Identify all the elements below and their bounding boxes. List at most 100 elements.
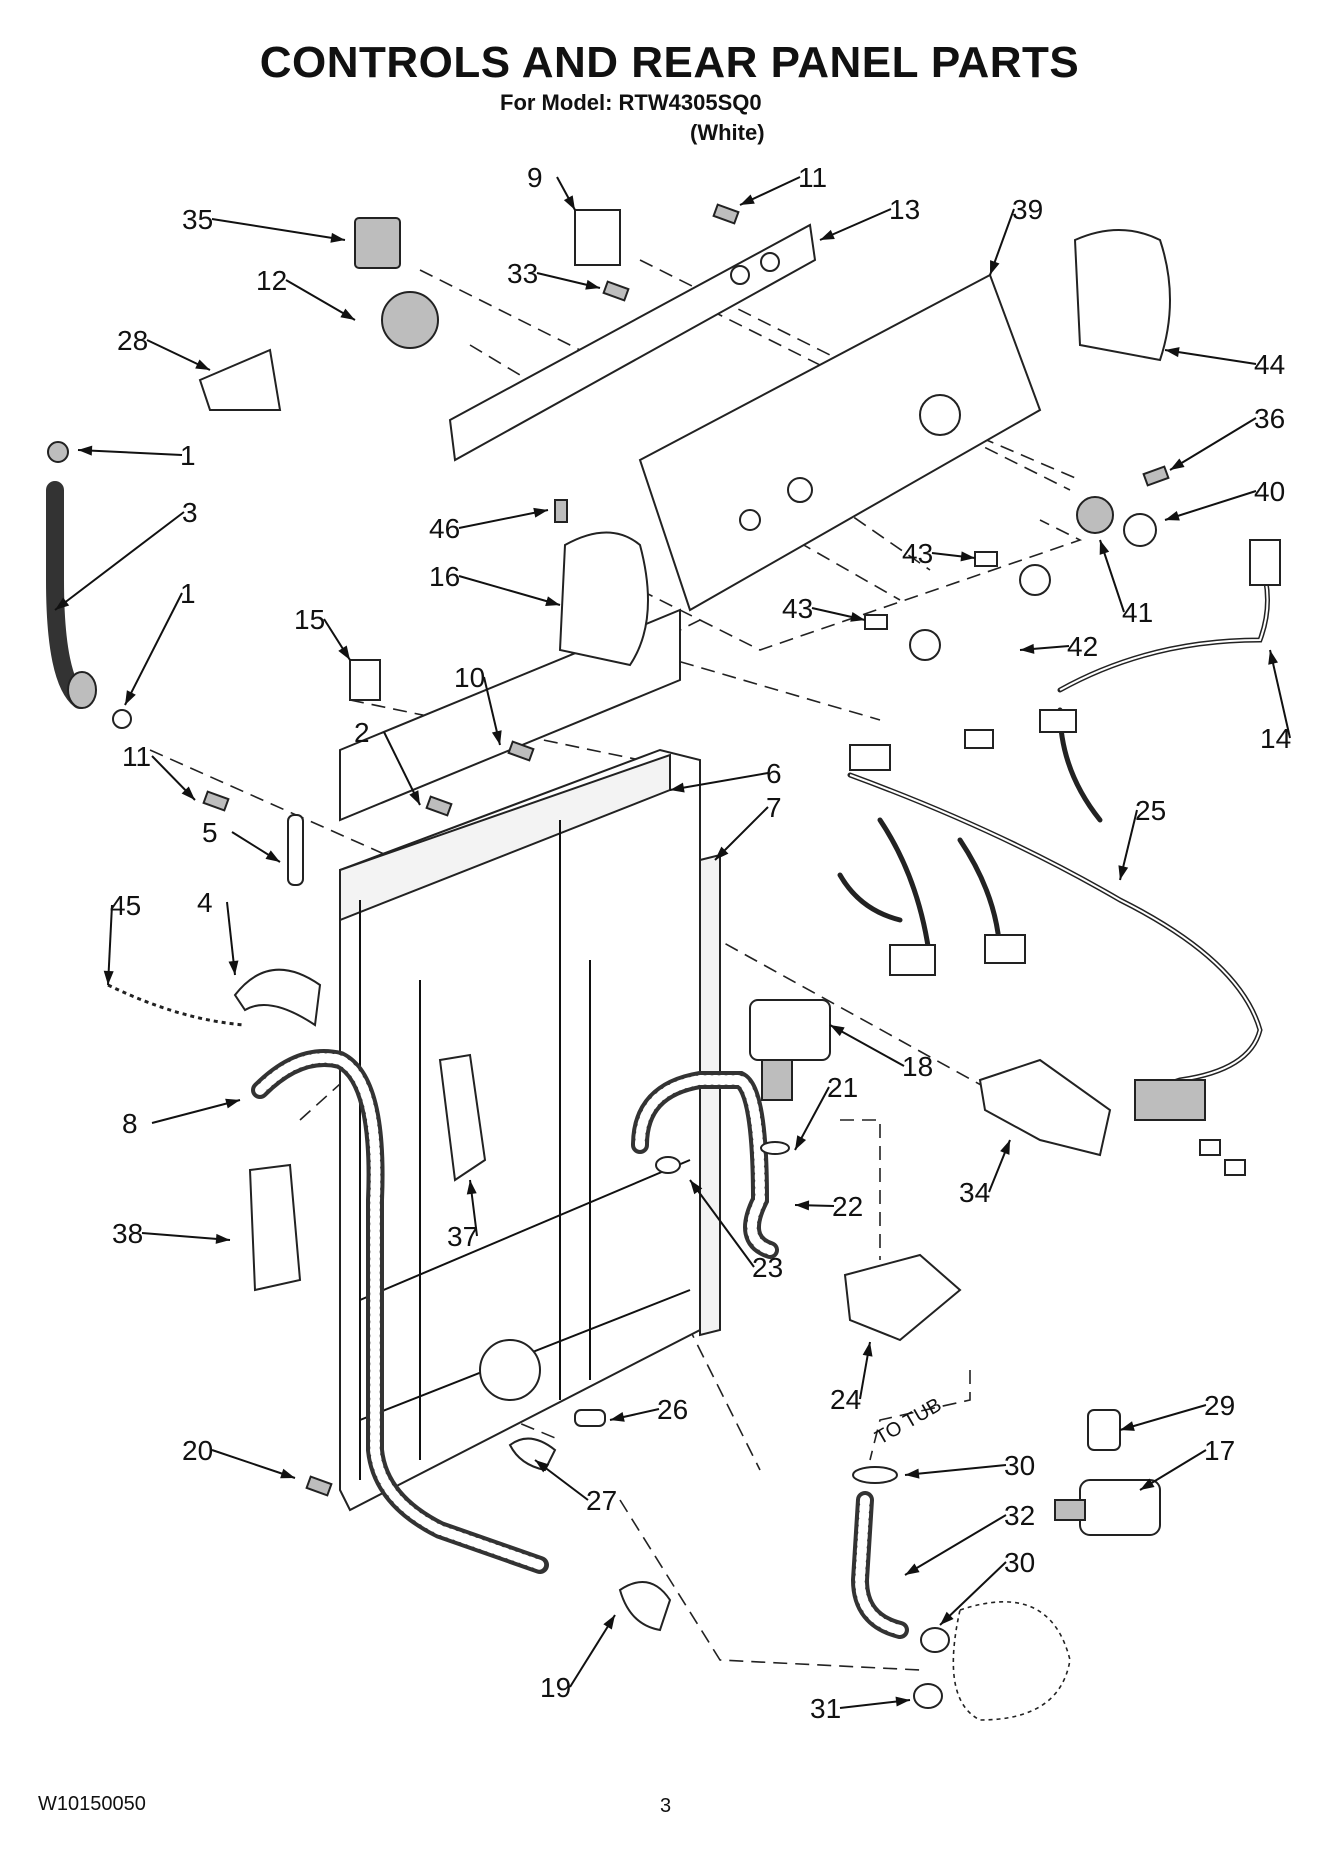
console-panel [638,273,1042,612]
callout-number: 31 [810,1693,841,1724]
callout-number: 24 [830,1384,861,1415]
switch-12 [381,291,439,349]
switch-9 [574,209,621,266]
hose-coupling [67,671,97,709]
clip-15 [349,659,381,701]
callout-38: 38 [112,1218,231,1249]
callout-leader [77,449,183,456]
callout-arrowhead [228,960,239,975]
callout-arrowhead [409,790,420,805]
callout-number: 38 [112,1218,143,1249]
callout-arrowhead [491,730,502,745]
callout-number: 25 [1135,795,1166,826]
callout-number: 45 [110,890,141,921]
callout-number: 22 [832,1191,863,1222]
callout-27: 27 [534,1459,617,1516]
callout-number: 5 [202,817,218,848]
control-bracket [448,223,817,462]
callout-number: 20 [182,1435,213,1466]
callout-arrowhead [533,507,548,518]
callout-arrowhead [563,195,575,210]
callout-arrowhead [55,597,70,610]
callout-arrowhead [610,1412,625,1422]
callout-number: 30 [1004,1547,1035,1578]
callout-arrowhead [740,194,755,205]
callout-5: 5 [202,817,281,863]
clip-4 [233,968,322,1027]
callout-18: 18 [829,1024,933,1082]
callout-number: 36 [1254,403,1285,434]
knob-42b [909,629,941,661]
callout-35: 35 [182,204,346,243]
spring-43a [974,551,998,567]
callout-number: 10 [454,662,485,693]
callout-arrowhead [545,596,560,606]
callout-leader [458,509,549,529]
callout-32: 32 [904,1500,1035,1576]
end-cap-left [558,531,649,667]
callout-arrowhead [1099,540,1110,555]
callout-leader [458,575,561,606]
callout-number: 43 [902,538,933,569]
callout-leader [689,1179,755,1268]
callout-arrowhead [905,1563,920,1575]
callout-number: 28 [117,325,148,356]
callout-14: 14 [1260,649,1291,754]
callout-1: 1 [77,440,196,471]
callout-arrowhead [1118,865,1129,880]
callout-arrowhead [905,1468,920,1479]
callout-41: 41 [1099,539,1153,628]
model-line: For Model: RTW4305SQ0 [500,90,762,115]
callout-leader [1169,417,1257,471]
callout-arrowhead [670,782,685,793]
callout-46: 46 [429,507,549,544]
callout-11: 11 [122,741,196,801]
callout-arrowhead [1170,458,1185,470]
callout-34: 34 [959,1139,1011,1208]
callout-25: 25 [1118,795,1166,881]
cap-29 [1087,1409,1121,1451]
callout-44: 44 [1164,347,1285,380]
callout-4: 4 [197,887,239,976]
page-number: 3 [660,1795,672,1817]
callout-leader [1119,1404,1207,1431]
callout-number: 4 [197,887,213,918]
water-valve [749,999,831,1101]
callout-arrowhead [585,279,600,290]
callout-9: 9 [527,162,576,211]
callout-28: 28 [117,325,211,371]
callout-number: 33 [507,258,538,289]
callout-43: 43 [782,593,866,624]
knob-41 [1076,496,1114,534]
callout-13: 13 [819,194,920,241]
callout-arrowhead [940,1611,954,1625]
callout-leader [151,1099,241,1124]
callout-number: 2 [354,717,370,748]
callout-40: 40 [1164,476,1285,521]
callout-arrowhead [1140,1478,1155,1490]
end-cap-right [1073,229,1171,362]
callout-24: 24 [830,1341,873,1415]
knob-40 [1123,513,1157,547]
callout-leader [569,1614,616,1688]
callout-arrowhead [340,308,355,320]
callout-leader [141,1232,231,1241]
callout-number: 14 [1260,723,1291,754]
bracket-38 [248,1163,302,1292]
callout-arrowhead [795,1135,807,1150]
callout-number: 1 [180,578,196,609]
callout-number: 6 [766,758,782,789]
callout-37: 37 [447,1179,478,1252]
callout-number: 46 [429,513,460,544]
callout-number: 30 [1004,1450,1035,1481]
timer-35 [354,217,401,269]
clamp-30b [920,1627,950,1653]
callout-arrowhead [820,229,835,240]
callout-1: 1 [124,578,196,706]
callout-19: 19 [540,1614,616,1703]
wire-harness [837,539,1281,1176]
callout-arrowhead [225,1098,240,1109]
callout-number: 23 [752,1252,783,1283]
clamp-23 [655,1156,681,1174]
callout-number: 8 [122,1108,138,1139]
